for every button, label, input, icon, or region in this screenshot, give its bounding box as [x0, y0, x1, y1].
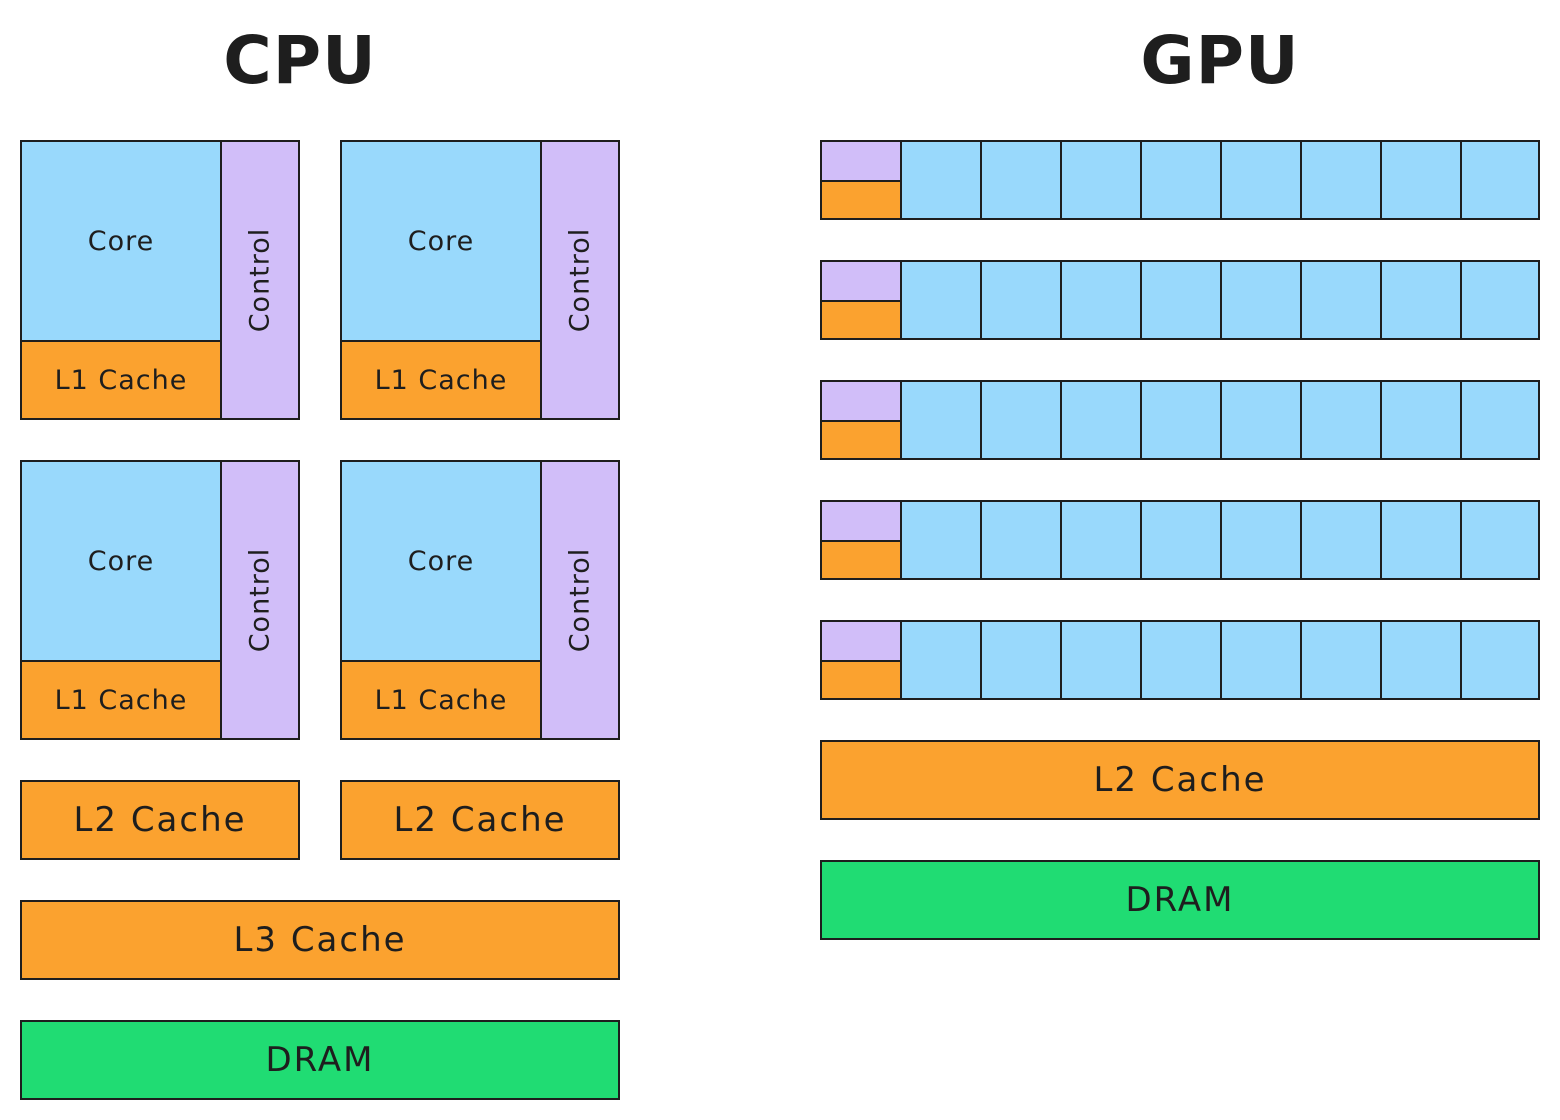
cpu-control-label: Control: [564, 547, 596, 653]
gpu-core: [1220, 380, 1302, 460]
cpu-control: Control: [220, 460, 300, 740]
gpu-core: [1300, 260, 1382, 340]
gpu-core: [1220, 500, 1302, 580]
gpu-core: [1460, 260, 1540, 340]
gpu-core: [1060, 380, 1142, 460]
gpu-core: [1060, 500, 1142, 580]
gpu-core: [1380, 500, 1462, 580]
gpu-control: [820, 620, 902, 662]
cpu-control: Control: [220, 140, 300, 420]
gpu-core: [900, 380, 982, 460]
gpu-core: [1300, 380, 1382, 460]
gpu-control: [820, 260, 902, 302]
gpu-core: [1220, 620, 1302, 700]
gpu-control: [820, 140, 902, 182]
gpu-core: [1380, 140, 1462, 220]
gpu-core: [1300, 500, 1382, 580]
cpu-control: Control: [540, 460, 620, 740]
gpu-core: [1220, 140, 1302, 220]
gpu-control: [820, 500, 902, 542]
cpu-l2-cache: L2 Cache: [20, 780, 300, 860]
gpu-l2-cache: L2 Cache: [820, 740, 1540, 820]
gpu-core: [1140, 380, 1222, 460]
gpu-core: [900, 500, 982, 580]
cpu-control-label: Control: [244, 227, 276, 333]
gpu-title: GPU: [1140, 22, 1300, 99]
gpu-core: [1220, 260, 1302, 340]
gpu-core: [1300, 140, 1382, 220]
cpu-control-label: Control: [564, 227, 596, 333]
gpu-core: [1060, 620, 1142, 700]
cpu-core: Core: [20, 140, 222, 342]
cpu-l2-cache: L2 Cache: [340, 780, 620, 860]
gpu-core: [1460, 140, 1540, 220]
gpu-l1-cache: [820, 420, 902, 460]
gpu-l1-cache: [820, 660, 902, 700]
cpu-core: Core: [340, 460, 542, 662]
gpu-core: [1380, 620, 1462, 700]
gpu-control: [820, 380, 902, 422]
gpu-core: [1060, 260, 1142, 340]
gpu-core: [1460, 500, 1540, 580]
gpu-core: [1140, 500, 1222, 580]
cpu-dram: DRAM: [20, 1020, 620, 1100]
gpu-core: [1140, 260, 1222, 340]
cpu-l1-cache: L1 Cache: [20, 340, 222, 420]
gpu-core: [1460, 620, 1540, 700]
cpu-control-label: Control: [244, 547, 276, 653]
gpu-core: [1140, 620, 1222, 700]
gpu-core: [1460, 380, 1540, 460]
cpu-l1-cache: L1 Cache: [340, 660, 542, 740]
gpu-core: [1380, 260, 1462, 340]
gpu-core: [900, 140, 982, 220]
gpu-core: [980, 140, 1062, 220]
cpu-title: CPU: [223, 22, 377, 99]
cpu-control: Control: [540, 140, 620, 420]
gpu-core: [980, 620, 1062, 700]
gpu-core: [1140, 140, 1222, 220]
cpu-l1-cache: L1 Cache: [20, 660, 222, 740]
gpu-core: [1060, 140, 1142, 220]
gpu-core: [980, 500, 1062, 580]
gpu-core: [980, 380, 1062, 460]
gpu-core: [900, 260, 982, 340]
gpu-l1-cache: [820, 540, 902, 580]
gpu-core: [900, 620, 982, 700]
gpu-l1-cache: [820, 300, 902, 340]
cpu-core: Core: [20, 460, 222, 662]
gpu-core: [1300, 620, 1382, 700]
cpu-l3-cache: L3 Cache: [20, 900, 620, 980]
cpu-l1-cache: L1 Cache: [340, 340, 542, 420]
gpu-l1-cache: [820, 180, 902, 220]
gpu-core: [980, 260, 1062, 340]
gpu-dram: DRAM: [820, 860, 1540, 940]
gpu-core: [1380, 380, 1462, 460]
cpu-core: Core: [340, 140, 542, 342]
